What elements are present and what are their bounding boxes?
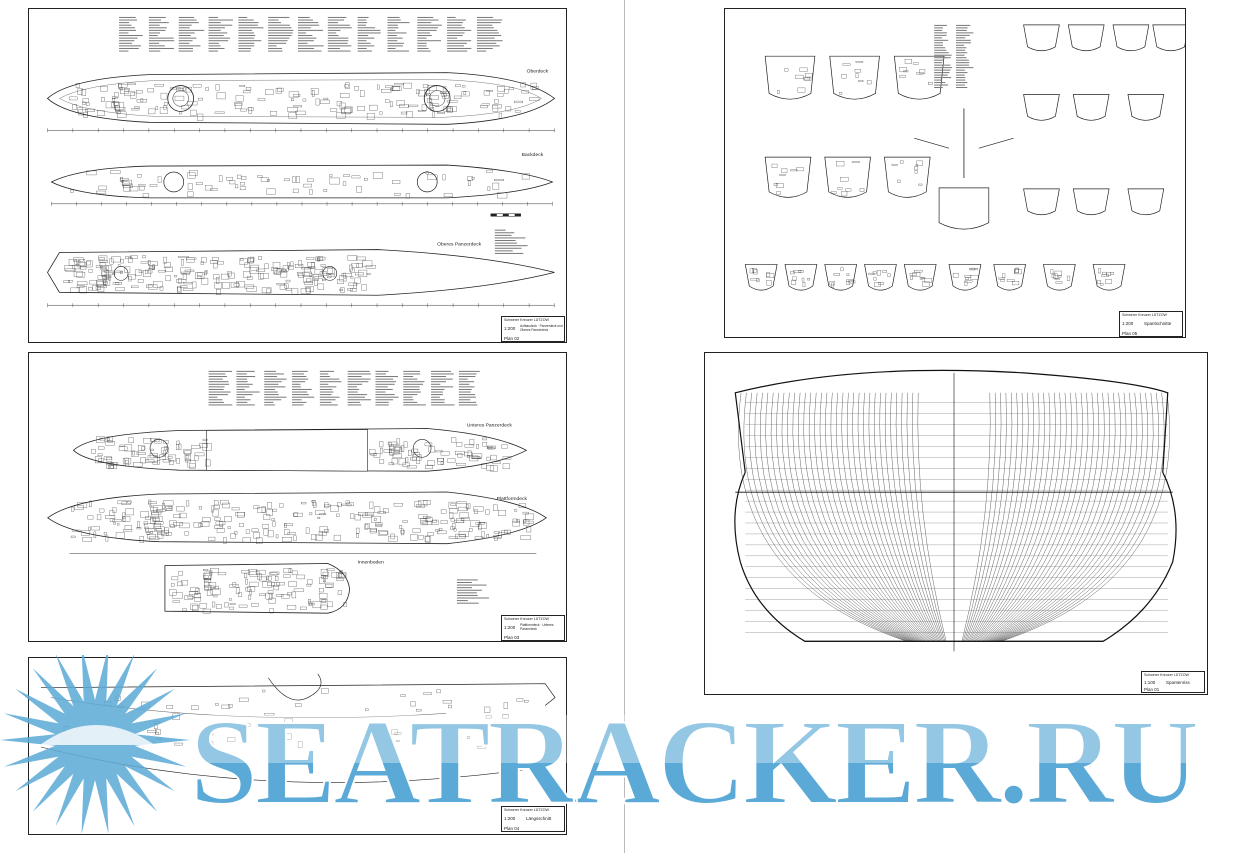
plan-number: Plan 05 — [1122, 331, 1138, 336]
cross-sections — [744, 24, 1185, 291]
view-label-upper: Unteres Panzerdeck — [467, 422, 513, 428]
deck-plan-drawing: Unteres Panzerdeck Plattformdeck Innenbo… — [47, 370, 547, 614]
section-drawing — [744, 24, 1185, 291]
hull-outline-middle — [47, 491, 547, 545]
title-block: Schwerer Kreuzer LÜTZOW 1:200 Längsschni… — [501, 806, 565, 832]
body-plan-sheet-bottom-right: Schwerer Kreuzer LÜTZOW 1:100 Spantenris… — [704, 352, 1208, 695]
title-block: Schwerer Kreuzer LÜTZOW 1:200 Spantschni… — [1119, 311, 1183, 337]
section-sheet-top-right: Schwerer Kreuzer LÜTZOW 1:200 Spantschni… — [724, 8, 1186, 338]
profile-sheet-bottom-left: Schwerer Kreuzer LÜTZOW 1:200 Längsschni… — [28, 657, 567, 835]
drawing-notes — [456, 579, 489, 604]
legend-block — [208, 370, 480, 406]
page-gutter — [624, 0, 625, 853]
frame-lines — [738, 392, 1170, 642]
view-label-upper: Oberdeck — [527, 69, 549, 75]
view-label-middle: Plattformdeck — [497, 496, 528, 502]
hull-outline-upper — [46, 72, 556, 125]
profile-drawing — [40, 673, 556, 783]
scale-bar — [490, 213, 521, 217]
deck-plan-sheet-middle-left: Unteres Panzerdeck Plattformdeck Innenbo… — [28, 352, 567, 642]
legend-block — [119, 16, 503, 52]
mast-section — [914, 108, 1014, 230]
vessel-name: Schwerer Kreuzer LÜTZOW — [1122, 313, 1167, 317]
sheet-title: Längsschnitt — [526, 816, 552, 821]
view-label-middle: Backdeck — [522, 152, 544, 158]
sheet-title: Spantenriss — [1166, 680, 1190, 685]
drawing-notes — [494, 229, 528, 254]
title-block: Schwerer Kreuzer LÜTZOW 1:200 Plattformd… — [501, 615, 565, 641]
body-plan-drawing — [734, 369, 1177, 652]
hull-outline-upper — [72, 428, 528, 472]
vessel-name: Schwerer Kreuzer LÜTZOW — [504, 318, 549, 322]
title-block: Schwerer Kreuzer LÜTZOW 1:200 Aufbaudeck… — [501, 316, 565, 342]
vessel-name: Schwerer Kreuzer LÜTZOW — [1144, 673, 1189, 677]
hull-outline-lower — [164, 563, 351, 614]
hull-outline-lower — [47, 249, 555, 296]
plan-number: Plan 01 — [1144, 687, 1160, 692]
scale-label: 1:100 — [1144, 680, 1156, 685]
hull-body-outline — [734, 369, 1177, 652]
hull-outline-middle — [50, 164, 554, 199]
deck-plan-drawing: Oberdeck Backdeck Oberes Panzerdeck — [46, 16, 556, 308]
view-label-lower: Oberes Panzerdeck — [437, 242, 481, 248]
scale-label: 1:200 — [504, 326, 516, 331]
vessel-name: Schwerer Kreuzer LÜTZOW — [504, 617, 549, 621]
sheet-title: Spantschnitte — [1144, 321, 1172, 326]
sheet-title: Aufbaudeck · Panzerdeck und Oberes Panze… — [520, 324, 563, 332]
scale-label: 1:200 — [504, 625, 516, 630]
title-block: Schwerer Kreuzer LÜTZOW 1:100 Spantenris… — [1141, 671, 1205, 693]
legend-block — [934, 24, 974, 89]
scale-label: 1:200 — [504, 816, 516, 821]
plan-number: Plan 02 — [504, 336, 520, 341]
sheet-title: Plattformdeck · Unteres Panzerdeck — [520, 623, 554, 631]
plan-number: Plan 03 — [504, 635, 520, 640]
plan-number: Plan 04 — [504, 826, 520, 831]
view-label-lower: Innenboden — [358, 560, 384, 566]
scale-label: 1:200 — [1122, 321, 1134, 326]
hull-profile — [40, 673, 556, 783]
vessel-name: Schwerer Kreuzer LÜTZOW — [504, 808, 549, 812]
deck-plan-sheet-top-left: Oberdeck Backdeck Oberes Panzerdeck — [28, 8, 567, 343]
